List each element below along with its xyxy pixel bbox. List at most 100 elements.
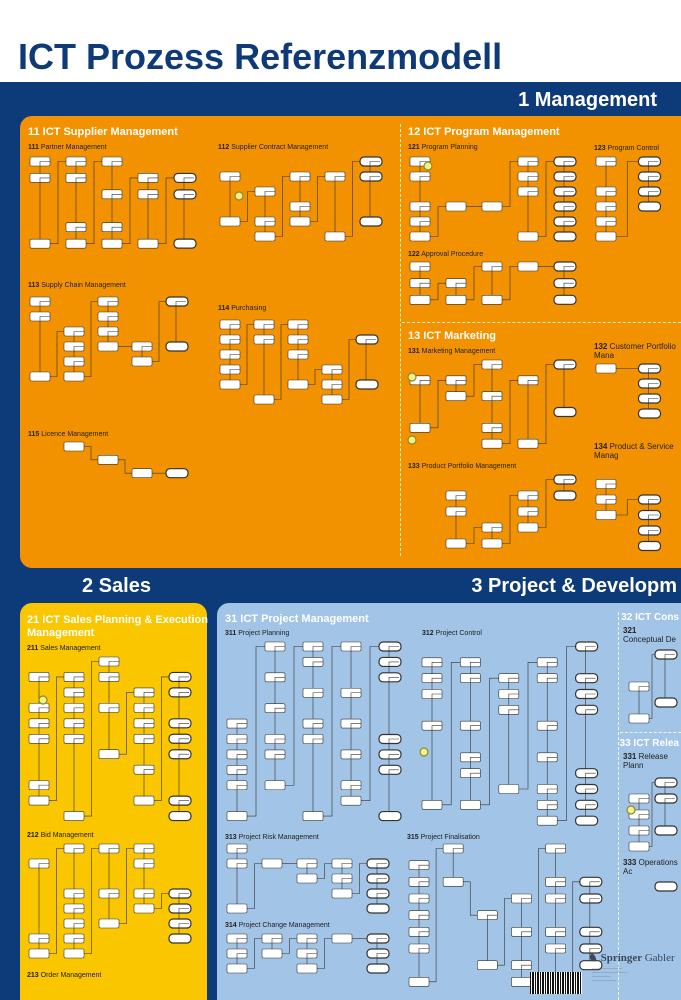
section-sales-heading: 2 Sales — [82, 575, 151, 597]
flow-connector — [84, 301, 98, 377]
process-event — [574, 815, 599, 826]
flow-connector — [64, 848, 84, 894]
process-step — [131, 356, 153, 367]
flow-connector — [616, 499, 639, 516]
flow-connector — [49, 676, 64, 801]
flow-connector — [531, 848, 546, 983]
divider — [620, 732, 681, 733]
process-321: 321 Conceptual De — [623, 626, 676, 644]
flow-connector — [174, 194, 194, 244]
flow-connector — [502, 266, 518, 301]
process-event — [173, 238, 197, 249]
process-event — [654, 881, 678, 892]
process-step — [287, 379, 309, 390]
process-event — [378, 810, 402, 822]
flow-connector — [122, 177, 138, 244]
process-step — [481, 295, 503, 305]
flow-connector — [379, 769, 399, 817]
flow-connector — [240, 324, 254, 385]
process-step — [97, 341, 119, 352]
process-event — [654, 825, 678, 836]
process-311: 311 Project Planning — [225, 630, 290, 637]
flow-connector — [341, 646, 361, 694]
process-step — [65, 238, 87, 249]
process-213: 213 Order Management — [27, 972, 102, 979]
flow-connector — [575, 709, 596, 774]
flow-connector — [518, 191, 538, 237]
flow-connector — [227, 863, 247, 909]
flow-connector — [247, 938, 262, 969]
flow-connector — [154, 893, 169, 909]
flow-connector — [545, 848, 566, 883]
process-step — [324, 231, 346, 242]
process-step — [296, 963, 318, 974]
start-event — [419, 747, 429, 757]
process-112: 112 Supplier Contract Management — [218, 144, 329, 151]
process-step — [321, 394, 343, 405]
flow-connector — [538, 161, 554, 237]
project-panel — [217, 603, 681, 1000]
springer-gabler-logo: ♞ Springer Gabler — [588, 952, 675, 964]
process-step — [409, 423, 431, 433]
process-event — [355, 379, 379, 390]
flow-connector — [379, 677, 399, 740]
process-step — [536, 815, 558, 826]
flow-connector — [118, 459, 132, 474]
flow-connector — [66, 177, 86, 228]
flow-connector — [50, 161, 66, 244]
flow-connector — [323, 646, 341, 817]
process-event — [168, 810, 192, 822]
flow-connector — [29, 738, 49, 786]
process-step — [296, 873, 318, 884]
flow-connector — [154, 676, 169, 801]
barcode — [530, 972, 582, 994]
flow-connector — [463, 881, 478, 916]
process-step — [481, 538, 503, 549]
flow-connector — [247, 646, 265, 817]
group-13-title: 13 ICT Marketing — [408, 330, 497, 342]
process-step — [408, 977, 430, 987]
process-step — [131, 468, 153, 478]
process-step — [63, 371, 85, 382]
process-315: 315 Project Finalisation — [407, 834, 480, 841]
section-management-heading: 1 Management — [518, 89, 657, 111]
flow-connector — [518, 662, 538, 790]
process-step — [261, 948, 283, 959]
process-step — [226, 963, 248, 974]
process-step — [481, 201, 503, 212]
process-step — [253, 394, 275, 405]
flow-connector — [497, 898, 512, 966]
flow-connector — [649, 782, 655, 847]
process-step — [63, 811, 85, 821]
process-step — [219, 379, 241, 390]
flow-connector — [84, 848, 99, 954]
flow-connector — [345, 161, 360, 237]
flow-connector — [317, 938, 332, 969]
group-33-title: 33 ICT Relea — [619, 738, 679, 749]
flow-connector — [538, 364, 554, 444]
process-event — [553, 490, 577, 501]
flow-connector — [466, 527, 482, 544]
process-step — [442, 877, 464, 887]
group-31-title: 31 ICT Project Management — [225, 613, 369, 625]
flow-connector — [554, 364, 574, 413]
divider — [402, 322, 681, 323]
flow-connector — [247, 863, 262, 909]
flow-connector — [317, 863, 332, 879]
process-122: 122 Approval Procedure — [408, 251, 484, 258]
process-step — [63, 441, 85, 452]
flow-connector — [360, 176, 380, 222]
process-step — [264, 780, 286, 791]
start-event — [626, 805, 636, 815]
flow-connector — [430, 282, 446, 301]
flow-connector — [303, 738, 323, 817]
group-12-title: 12 ICT Program Management — [408, 126, 560, 138]
process-event — [579, 960, 603, 971]
flow-connector — [616, 161, 639, 237]
flow-connector — [50, 331, 64, 377]
flow-connector — [152, 301, 166, 362]
flow-connector — [86, 161, 102, 244]
process-event — [553, 294, 577, 305]
